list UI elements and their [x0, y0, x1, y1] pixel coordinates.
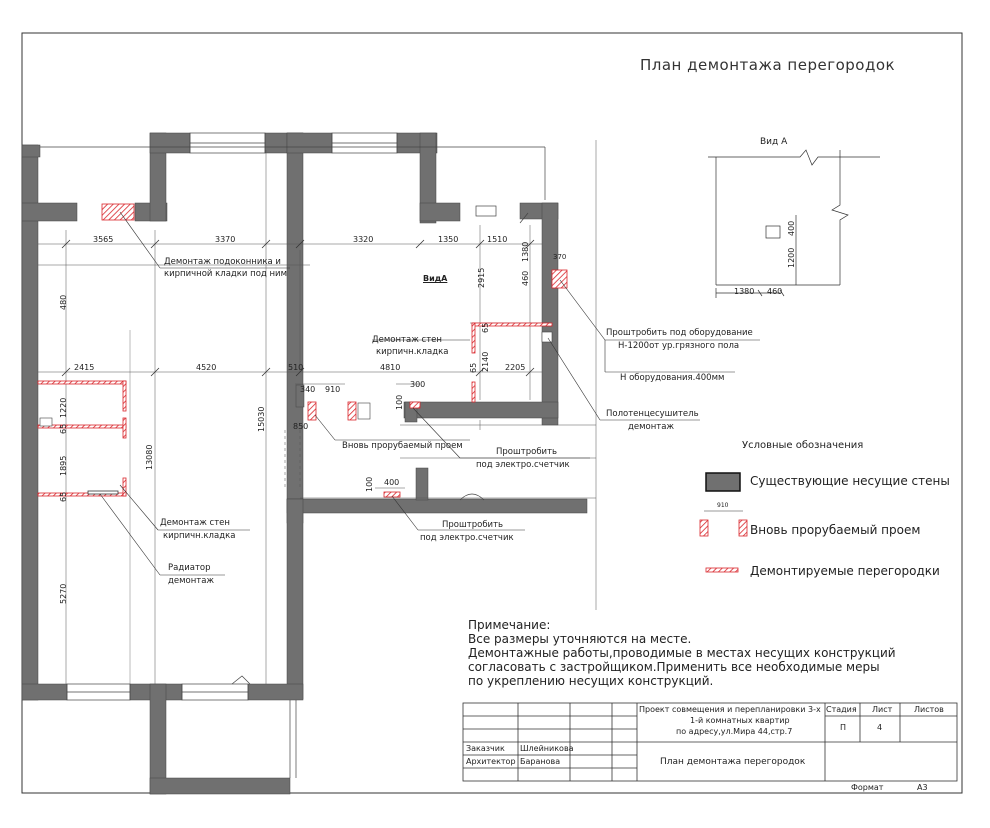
dim-vert-1380: 1380	[521, 241, 530, 262]
dim-vert-65a: 65	[481, 322, 490, 333]
tb-stage: П	[840, 723, 847, 732]
dim-100a: 100	[395, 394, 404, 410]
view-a-detail	[708, 149, 880, 298]
dim-vert-480: 480	[59, 294, 68, 310]
view-a-dim-460: 460	[767, 287, 783, 296]
dimension-ticks	[61, 239, 535, 377]
callout-towel-1: Полотенцесушитель	[606, 409, 699, 419]
demolish-partitions	[37, 203, 568, 498]
callout-walls-left-1: Демонтаж стен	[160, 518, 230, 528]
dim-top-5: 1510	[487, 235, 508, 244]
dim-vert-13080: 13080	[145, 444, 154, 470]
dim-vert-2140: 2140	[481, 351, 490, 372]
dim-400: 400	[384, 478, 400, 487]
dim-vert-65b: 65	[59, 423, 68, 434]
windows	[40, 132, 546, 778]
dim-mid-1: 2415	[74, 363, 95, 372]
notes-line-4: по укреплению несущих конструкций.	[468, 674, 714, 688]
view-a-dim-1200: 1200	[787, 247, 796, 268]
dim-mid-5: 2205	[505, 363, 526, 372]
tb-drawing-name: План демонтажа перегородок	[660, 757, 806, 767]
tb-stage-header: Стадия	[826, 705, 857, 714]
tb-project-2: 1-й комнатных квартир	[690, 716, 790, 725]
dim-mid-3: 510	[288, 363, 304, 372]
callout-equipment-2: H-1200от ур.грязного пола	[618, 341, 740, 351]
legend-partitions: Демонтируемые перегородки	[750, 564, 940, 578]
view-a-dim-400: 400	[787, 220, 796, 236]
callout-radiator-2: демонтаж	[168, 576, 215, 586]
dim-vert-2915: 2915	[477, 267, 486, 288]
view-a-dim-1380: 1380	[734, 287, 755, 296]
sheet-title: План демонтажа перегородок	[640, 56, 896, 74]
callout-walls-right-2: кирпичн.кладка	[376, 347, 449, 357]
view-a-label: Вид А	[760, 137, 788, 147]
tb-architect: Баранова	[520, 757, 561, 766]
tb-architect-label: Архитектор	[466, 757, 516, 766]
dim-vert-65c: 65	[59, 491, 68, 502]
tb-sheet: 4	[877, 723, 883, 732]
legend-header: Условные обозначения	[742, 440, 864, 451]
callout-sill-1: Демонтаж подоконника и	[164, 257, 281, 267]
dim-vert-1220: 1220	[59, 397, 68, 418]
tb-customer-label: Заказчик	[466, 744, 505, 753]
dim-vert-15030: 15030	[257, 406, 266, 432]
callout-towel-2: демонтаж	[628, 422, 675, 432]
dim-mid-2: 4520	[196, 363, 217, 372]
callout-meter2-1: Проштробить	[442, 520, 504, 530]
dim-65d: 65	[469, 362, 478, 373]
tb-customer: Шлейникова	[520, 744, 574, 753]
notes-header: Примечание:	[468, 618, 551, 632]
callout-radiator-1: Радиатор	[168, 563, 211, 573]
radiators	[39, 331, 553, 427]
title-block-grid	[462, 702, 958, 782]
notes-line-1: Все размеры уточняются на месте.	[468, 632, 692, 646]
notes-line-3: согласовать с застройщиком.Применить все…	[468, 660, 880, 674]
dim-910: 910	[325, 385, 341, 394]
tb-project-3: по адресу,ул.Мира 44,стр.7	[676, 727, 793, 736]
callout-equipment-3: Н оборудования.400мм	[620, 373, 725, 383]
tb-format-label: Формат	[851, 783, 884, 792]
legend-opening-dim: 910	[717, 502, 729, 509]
dim-vert-1895: 1895	[59, 455, 68, 476]
dim-340: 340	[300, 385, 316, 394]
dim-top-4: 1350	[438, 235, 459, 244]
dim-850: 850	[293, 422, 309, 431]
callout-walls-right-1: Демонтаж стен	[372, 335, 442, 345]
dim-370: 370	[553, 253, 567, 261]
legend-existing: Существующие несущие стены	[750, 474, 950, 488]
legend-symbols	[699, 472, 748, 573]
bearing-walls	[21, 132, 588, 795]
dim-300: 300	[410, 380, 426, 389]
dim-100b: 100	[365, 476, 374, 492]
callout-equipment-1: Проштробить под оборудование	[606, 328, 753, 338]
dim-mid-4: 4810	[380, 363, 401, 372]
tb-format: А3	[917, 783, 928, 792]
notes-line-2: Демонтажные работы,проводимые в местах н…	[468, 646, 896, 660]
tb-project-1: Проект совмещения и перепланировки 3-х	[639, 705, 821, 714]
legend-opening: Вновь прорубаемый проем	[750, 523, 921, 537]
dim-vert-5270: 5270	[59, 583, 68, 604]
callout-sill-2: кирпичной кладки под ним	[164, 269, 287, 279]
view-marker: ВидА	[423, 274, 448, 283]
tb-sheets-header: Листов	[914, 705, 944, 714]
callout-walls-left-2: кирпичн.кладка	[163, 531, 236, 541]
dim-top-3: 3320	[353, 235, 374, 244]
callout-meter1-2: под электро.счетчик	[476, 460, 570, 470]
dim-top-2: 3370	[215, 235, 236, 244]
dim-vert-460: 460	[521, 270, 530, 286]
leader-lines	[99, 211, 760, 576]
callout-meter2-2: под электро.счетчик	[420, 533, 514, 543]
tb-sheet-header: Лист	[872, 705, 893, 714]
dim-top-1: 3565	[93, 235, 114, 244]
callout-meter1-1: Проштробить	[496, 447, 558, 457]
callout-new-opening: Вновь прорубаемый проем	[342, 441, 463, 451]
